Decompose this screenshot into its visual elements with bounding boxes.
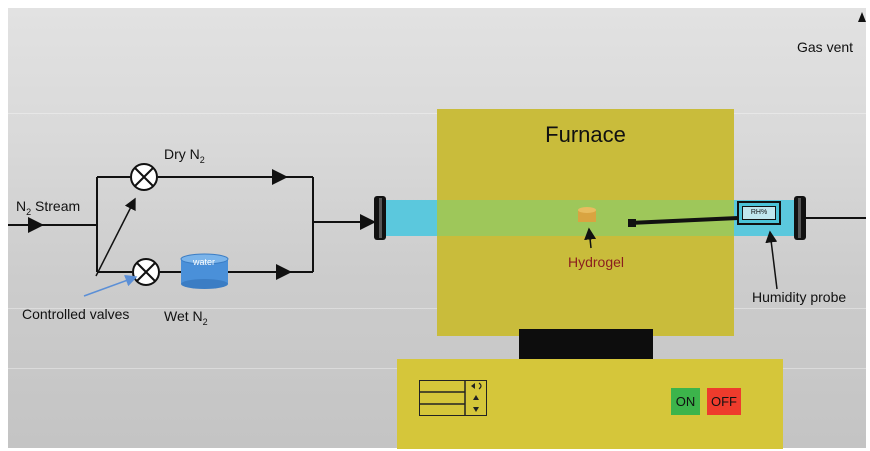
water-tank-icon bbox=[180, 253, 229, 289]
tube-left bbox=[386, 200, 437, 236]
valve-pointer-wet bbox=[83, 274, 138, 297]
hydrogel-label: Hydrogel bbox=[568, 254, 625, 270]
controlled-valves-label: Controlled valves bbox=[22, 306, 130, 322]
humidity-probe-rod bbox=[629, 216, 739, 225]
dry-n2-label: Dry N2 bbox=[164, 146, 205, 165]
off-button[interactable]: OFF bbox=[707, 388, 741, 415]
tube-left-cap bbox=[374, 196, 386, 240]
dry-valve-icon bbox=[130, 163, 158, 191]
valve-pointer-dry bbox=[95, 197, 136, 277]
water-label: water bbox=[192, 257, 215, 267]
gas-vent-arrow-icon bbox=[858, 12, 866, 22]
humidity-probe-tip bbox=[628, 219, 636, 227]
gas-vent-label: Gas vent bbox=[797, 39, 854, 55]
humidity-probe-label: Humidity probe bbox=[752, 289, 847, 305]
on-button[interactable]: ON bbox=[671, 388, 700, 415]
wet-valve-icon bbox=[132, 258, 160, 286]
furnace-stand bbox=[519, 329, 653, 359]
control-panel bbox=[418, 379, 487, 416]
furnace-label: Furnace bbox=[545, 122, 626, 147]
rh-display: RH% bbox=[742, 206, 776, 220]
hydrogel-pointer bbox=[584, 227, 597, 249]
tube-right-cap bbox=[794, 196, 806, 240]
hydrogel-sample-icon bbox=[578, 207, 596, 222]
humidity-probe-pointer bbox=[765, 230, 778, 290]
humidity-sensor-box: RH% bbox=[737, 201, 781, 225]
wet-n2-label: Wet N2 bbox=[164, 308, 208, 327]
n2-stream-label: N2 Stream bbox=[16, 198, 81, 217]
